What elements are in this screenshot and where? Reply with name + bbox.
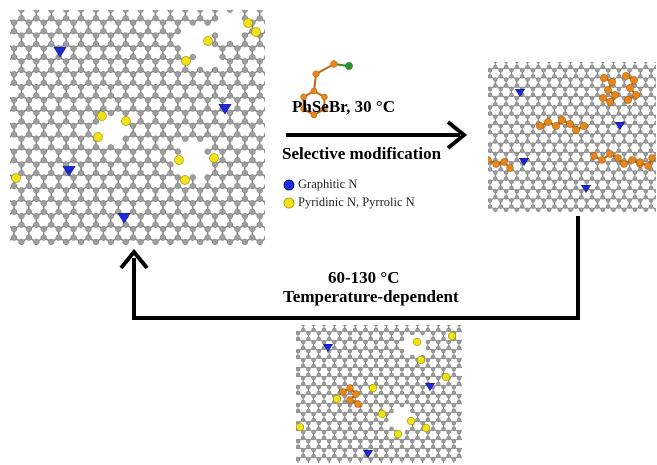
pyridinic-n-site [251,27,261,37]
step2-temperature-label: 60-130 °C [328,268,400,287]
legend-graphitic-n-label: Graphitic N [298,177,358,191]
graphitic-n-site [424,383,436,392]
pyridinic-n-site [11,173,21,183]
regeneration-arrow [119,216,580,320]
pyridinic-n-site [416,355,426,365]
graphitic-n-site [580,185,592,194]
pyridinic-n-site [332,394,342,404]
graphitic-n-site [218,104,232,115]
phse-group [590,150,644,168]
pyridinic-n-site [368,383,378,393]
pyridinic-n-site [203,36,213,46]
graphitic-n-site [518,158,530,167]
modified-graphene-sheet [488,62,656,212]
phsebr-molecule-icon [300,60,353,119]
graphitic-n-site [53,47,67,58]
pyridinic-n-site [181,56,191,66]
lattice-atoms [10,10,265,245]
pyridinic-n-site [393,429,403,439]
phse-group [339,384,362,408]
n-doped-graphene-sheet [10,10,265,245]
pyridinic-n-site [209,153,219,163]
pyridinic-n-site [412,337,422,347]
pyridinic-n-site [97,111,107,121]
phse-group [622,72,640,104]
phse-group [636,154,656,170]
step1-reagent-label: PhSeBr, 30 °C [292,97,395,116]
graphitic-n-site [62,166,76,177]
graphitic-n-site [614,122,626,131]
phse-group [536,116,588,134]
pyridinic-n-site [180,175,190,185]
phse-group [488,156,514,172]
pyridinic-n-site [121,116,131,126]
graphitic-n-legend-icon [283,179,295,191]
heated-graphene-sheet [296,325,462,463]
pyridinic-n-site [243,18,253,28]
graphitic-n-site [117,213,131,224]
pyridinic-n-site [174,155,184,165]
phse-group [599,74,619,106]
modification-arrow [286,120,468,150]
graphitic-n-site [362,450,374,459]
step1-description-label: Selective modification [282,144,442,163]
pyridinic-n-site [377,409,387,419]
legend-pyridinic-n-label: Pyridinic N, Pyrrolic N [298,195,415,209]
pyridinic-n-site [421,423,431,433]
lattice-atoms [296,325,462,463]
pyridinic-n-site [441,372,451,382]
graphitic-n-site [322,344,334,353]
pyridinic-n-site [296,422,305,432]
pyridinic-n-site [93,132,103,142]
pyridinic-n-site [406,416,416,426]
pyridinic-n-site [447,331,457,341]
lattice-atoms [488,62,656,212]
pyridinic-n-legend-icon [283,197,295,209]
step2-description-label: Temperature-dependent [283,287,459,306]
graphitic-n-site [514,89,526,98]
